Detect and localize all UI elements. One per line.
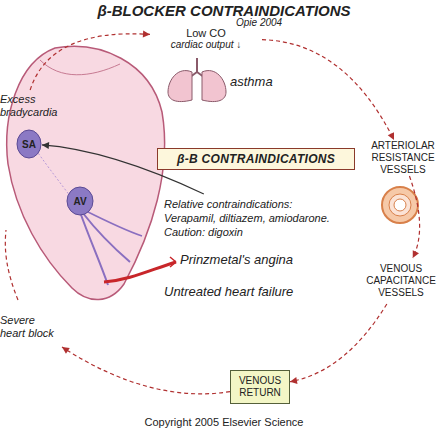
heart-outline [7, 46, 165, 299]
conduction-bundle [80, 212, 108, 285]
connector [290, 304, 387, 384]
node-text-block: Severe heart block [0, 314, 62, 340]
leader-arrow [170, 257, 176, 267]
vessel-wall [382, 187, 418, 223]
node-text: Relative contraindications: Verapamil, d… [164, 194, 346, 242]
node-text-block: VENOUS CAPACITANCE VESSELS [354, 263, 448, 299]
vessel-lumen [394, 199, 406, 211]
conduction-bundle [82, 212, 130, 262]
vessel-layer [389, 194, 411, 216]
node-text: Severe heart block [0, 306, 62, 348]
node-text: Excess bradycardia [0, 90, 50, 122]
conduction-path [36, 150, 70, 196]
arrow-head [290, 377, 298, 384]
caption: Copyright 2005 Elsevier Science [0, 416, 448, 428]
arrow-head [42, 142, 49, 149]
lung-lobe [168, 71, 192, 102]
coronary-artery [104, 262, 176, 282]
connector [62, 347, 230, 394]
connector-line [262, 40, 394, 140]
node-text-block: β-B CONTRAINDICATIONS [160, 152, 352, 166]
connector-line [290, 304, 387, 382]
heart-groove [40, 60, 120, 75]
arrow-head [62, 347, 70, 354]
connector-line [409, 176, 419, 258]
label: Prinzmetal's angina [180, 252, 350, 267]
lung-lobe [202, 71, 226, 102]
node-text-block: SA [16, 139, 42, 150]
connector-line [30, 34, 150, 90]
node-text-block: Low CO [150, 27, 262, 39]
connector-line [62, 347, 230, 394]
arrow-head [388, 132, 394, 140]
label: Untreated heart failure [164, 284, 354, 299]
node-ellipse: SA [16, 129, 42, 159]
label: Opie 2004 [236, 17, 326, 28]
connector [42, 142, 204, 194]
node-text-block: cardiac output ↓ [150, 39, 262, 50]
connector [409, 176, 419, 258]
ellipse-shape [67, 187, 93, 215]
node-text: VENOUS CAPACITANCE VESSELS [354, 258, 448, 304]
label: asthma [230, 74, 310, 89]
connector [262, 40, 394, 140]
node-text-block: Excess bradycardia [0, 93, 50, 119]
node-ellipse: AV [66, 186, 94, 216]
node-text-block: VENOUS RETURN [233, 375, 287, 399]
ellipse-shape [17, 130, 41, 158]
title: β-BLOCKER CONTRAINDICATIONS [0, 2, 448, 19]
node-box: β-B CONTRAINDICATIONS [157, 148, 355, 170]
node-box: VENOUS RETURN [230, 370, 290, 404]
connector-line [42, 145, 204, 194]
arrow-head [143, 30, 150, 37]
node-text: ARTERIOLAR RESISTANCE VESSELS [358, 140, 448, 176]
conduction-bundle [84, 210, 142, 236]
node-text: Low COcardiac output ↓ [150, 22, 262, 54]
node-text-block: Relative contraindications: Verapamil, d… [164, 197, 346, 239]
arrow-head [413, 250, 419, 258]
connector [30, 30, 150, 90]
node-text-block: AV [66, 196, 94, 207]
node-text-block: ARTERIOLAR RESISTANCE VESSELS [358, 140, 448, 176]
cycle-arc [5, 230, 18, 300]
